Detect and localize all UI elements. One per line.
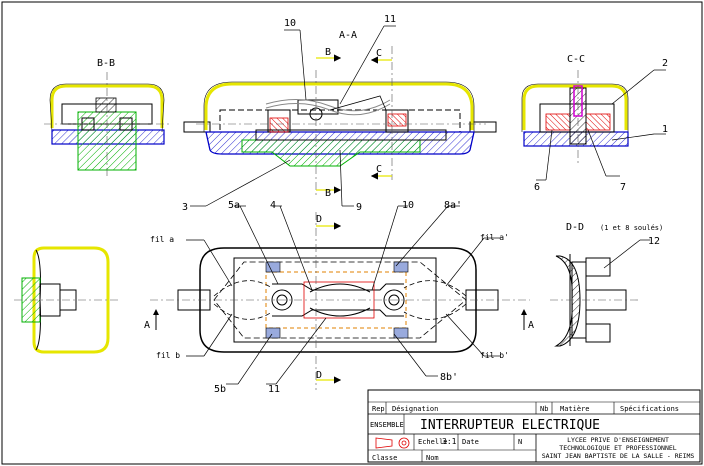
tb-matiere: Matière: [560, 405, 590, 413]
callout-1: 1: [662, 124, 668, 135]
callout-2: 2: [662, 58, 668, 69]
tb-school-line2: TECHNOLOGIQUE ET PROFESSIONNEL: [559, 444, 676, 452]
tb-school-line1: LYCEE PRIVE D'ENSEIGNEMENT: [567, 436, 669, 444]
callout-10b: 10: [402, 200, 414, 211]
marker-b-bottom: B: [325, 188, 331, 199]
tb-echelle-value: 3:1: [442, 437, 457, 446]
main-body: [199, 247, 477, 353]
tb-specifications: Spécifications: [620, 405, 679, 413]
section-label-cc: C-C: [567, 54, 585, 65]
view-cc: C-C: [521, 54, 629, 166]
marker-c-top: C: [376, 48, 382, 59]
callout-5b: 5b: [214, 384, 226, 395]
tb-echelle-label: Echelle: [418, 438, 448, 446]
view-main: A A D D: [144, 212, 534, 390]
tb-title: INTERRUPTEUR ELECTRIQUE: [420, 418, 600, 433]
view-aa: A-A B B C C: [183, 30, 497, 199]
callout-8b: 8b': [440, 372, 458, 383]
marker-d-top: D: [316, 214, 322, 225]
callout-12: 12: [648, 236, 660, 247]
aa-cover: [204, 82, 474, 130]
bb-cover: [50, 84, 164, 128]
callout-5a: 5a: [228, 200, 240, 211]
callout-4: 4: [270, 200, 276, 211]
callout-11: 11: [384, 14, 396, 25]
tb-rep: Rep: [372, 405, 385, 413]
callout-9: 9: [356, 202, 362, 213]
callout-fil-a2: fil a': [480, 233, 509, 242]
tb-nom-label: Nom: [426, 454, 439, 462]
callout-8a: 8a': [444, 200, 462, 211]
callout-10: 10: [284, 18, 296, 29]
callout-fil-b2: fil b': [480, 351, 509, 360]
callout-labels: 10 11 2 1 6 7 3 9 5a 4 10 8a' 12 fil a f…: [150, 14, 668, 395]
tb-ensemble: ENSEMBLE: [370, 421, 404, 429]
tb-date-label: Date: [462, 438, 479, 446]
section-label-aa: A-A: [339, 30, 357, 41]
view-bb: B-B: [44, 58, 170, 176]
title-block: Rep Désignation Nb Matière Spécification…: [367, 389, 701, 463]
marker-d-bottom: D: [316, 370, 322, 381]
callouts: [186, 25, 666, 385]
section-label-dd: D-D: [566, 222, 584, 233]
view-dd: D-D (1 et 8 soulés): [550, 222, 663, 347]
marker-b-top: B: [325, 47, 331, 58]
callout-fil-a: fil a: [150, 235, 174, 244]
callout-6: 6: [534, 182, 540, 193]
section-note-dd: (1 et 8 soulés): [600, 224, 663, 232]
tb-n-label: N: [518, 438, 522, 446]
tb-school-line3: SAINT JEAN BAPTISTE DE LA SALLE - REIMS: [542, 452, 695, 460]
tb-nb: Nb: [540, 405, 548, 413]
section-label-bb: B-B: [97, 58, 115, 69]
tb-designation: Désignation: [392, 405, 438, 413]
view-left: [14, 246, 118, 354]
projection-symbol-icon: [375, 437, 410, 449]
marker-c-bottom: C: [376, 164, 382, 175]
callout-7: 7: [620, 182, 626, 193]
callout-3: 3: [182, 202, 188, 213]
tb-classe-label: Classe: [372, 454, 397, 462]
callout-11b: 11: [268, 384, 280, 395]
marker-a-left: A: [144, 320, 150, 331]
callout-fil-b: fil b: [156, 351, 180, 360]
marker-a-right: A: [528, 320, 534, 331]
